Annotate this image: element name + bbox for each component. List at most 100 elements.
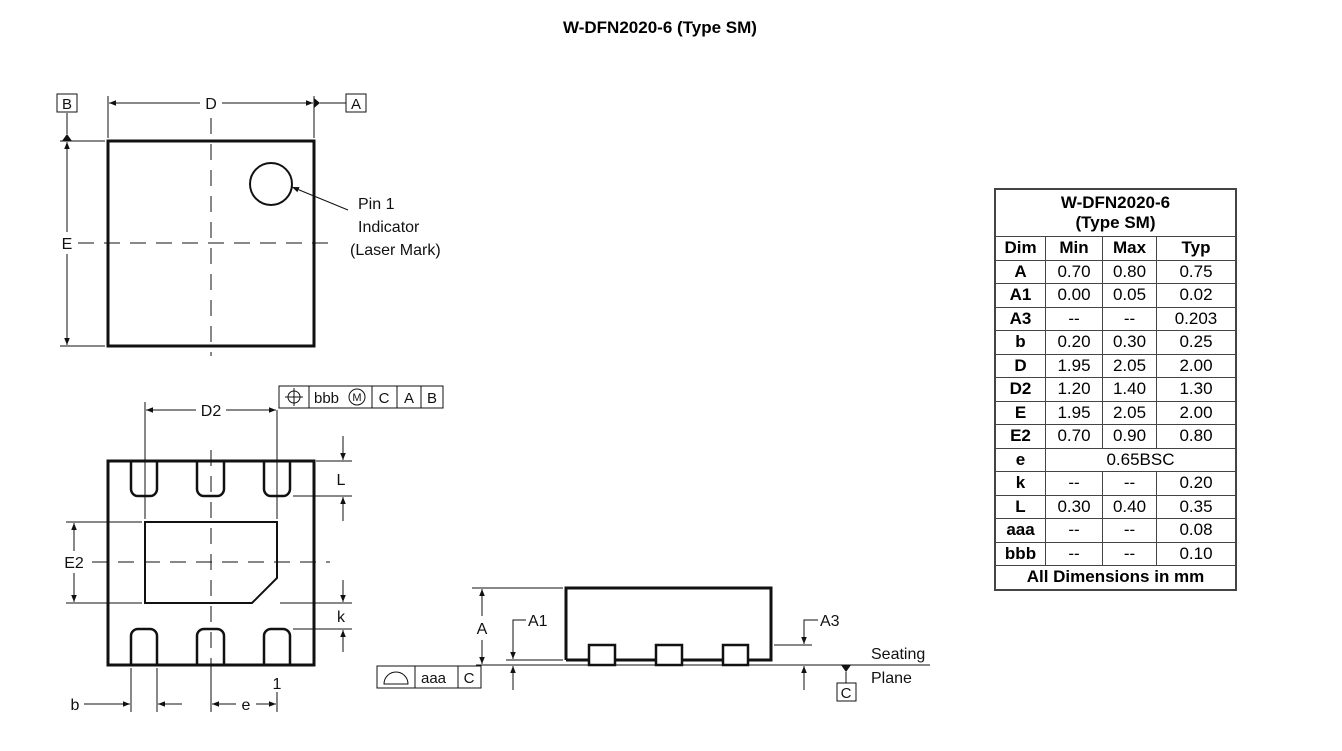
table-cell-dim: L [994,494,1046,519]
table-cell-typ: 0.80 [1156,424,1237,449]
table-cell-typ: 0.25 [1156,330,1237,355]
dim-l-label: L [337,472,346,489]
pin-5 [195,461,226,498]
datum-c-label: C [841,685,852,702]
dim-a-label: A [477,621,488,638]
table-caption: W-DFN2020-6 (Type SM) [994,188,1237,237]
table-footer-row: All Dimensions in mm [994,565,1237,590]
datum-c-triangle [841,665,851,672]
flatness-datum: C [464,670,475,687]
datum-a-label: A [351,96,361,113]
datum-a-box [345,93,367,113]
top-view: Pin 1 Indicator (Laser Mark) D A E B [56,93,441,356]
dim-e2-label: E2 [64,555,84,572]
table-cell-max: 0.90 [1102,424,1157,449]
pin1-note-line3: (Laser Mark) [350,242,441,259]
pin1-note-line2: Indicator [358,219,420,236]
dim-a1-label: A1 [528,613,548,630]
dim-d-label: D [205,96,217,113]
side-terminal-2 [654,643,684,667]
table-cell-max: 0.40 [1102,494,1157,519]
table-cell-dim: A [994,259,1046,284]
table-header-row: Dim Min Max Typ [994,236,1237,261]
table-row: aaa----0.08 [994,518,1237,543]
table-footer: All Dimensions in mm [994,565,1237,590]
table-cell-typ: 2.00 [1156,353,1237,378]
fcf-datum-2: A [404,390,414,407]
table-cell-dim: b [994,330,1046,355]
table-cell-min: -- [1045,518,1103,543]
dim-a3-label: A3 [820,613,840,630]
table-cell-dim: e [994,447,1046,472]
position-tolerance-frame: bbb M C A B [278,385,444,409]
datum-b-triangle [62,134,72,141]
table-cell-max: 2.05 [1102,400,1157,425]
table-cell-max: 2.05 [1102,353,1157,378]
datum-c-box [836,682,857,702]
pin-6 [129,461,159,498]
table-cell-dim: k [994,471,1046,496]
table-cell-max: -- [1102,541,1157,566]
table-cell-typ: 0.203 [1156,306,1237,331]
position-symbol-icon [285,388,303,406]
flatness-tolerance: aaa [421,670,447,687]
table-cell-max: 0.30 [1102,330,1157,355]
pin-1 [262,627,292,665]
table-cell-min: 0.70 [1045,259,1103,284]
table-cell-min: 1.95 [1045,400,1103,425]
table-cell-min: 0.20 [1045,330,1103,355]
seating-plane-label-2: Plane [871,670,912,687]
dim-e-label: E [62,236,73,253]
table-cell-typ: 2.00 [1156,400,1237,425]
table-row: k----0.20 [994,471,1237,496]
table-cell-typ: 0.02 [1156,283,1237,308]
table-row: bbb----0.10 [994,541,1237,566]
table-cell-max: -- [1102,306,1157,331]
pin-2 [195,627,226,665]
table-cell-dim: D [994,353,1046,378]
table-cell-typ: 0.75 [1156,259,1237,284]
table-cell-typ: 0.35 [1156,494,1237,519]
table-header-typ: Typ [1156,236,1237,261]
table-cell-dim: aaa [994,518,1046,543]
pin1-note-line1: Pin 1 [358,196,395,213]
table-cell-max: -- [1102,471,1157,496]
table-cell-typ: 1.30 [1156,377,1237,402]
table-cell-min: 0.30 [1045,494,1103,519]
side-terminal-3 [721,643,750,667]
fcf-datum-3: B [427,390,437,407]
table-row: A3----0.203 [994,306,1237,331]
table-cell-typ: 0.08 [1156,518,1237,543]
table-cell-dim: A3 [994,306,1046,331]
dim-e-pitch-label: e [242,697,251,714]
table-cell-max: 0.80 [1102,259,1157,284]
dim-k-label: k [337,609,346,626]
side-view: C Seating Plane A A1 A3 aaa C [376,586,930,702]
table-cell-min: 1.95 [1045,353,1103,378]
table-header-dim: Dim [994,236,1046,261]
table-cell-typ: 0.20 [1156,471,1237,496]
table-cell-dim: E2 [994,424,1046,449]
datum-a-triangle [314,98,320,108]
mmc-modifier-icon [348,388,366,406]
table-cell-value: 0.65BSC [1045,447,1237,472]
drawing-title: W-DFN2020-6 (Type SM) [563,18,757,37]
pin1-indicator-circle [249,162,293,206]
table-cell-dim: E [994,400,1046,425]
dim-b-label: b [71,697,80,714]
table-cell-max: 1.40 [1102,377,1157,402]
table-cell-min: 0.00 [1045,283,1103,308]
table-cell-min: 0.70 [1045,424,1103,449]
table-cell-min: -- [1045,471,1103,496]
datum-b-box [56,93,78,113]
fcf-modifier: M [352,392,361,404]
table-cell-min: -- [1045,306,1103,331]
